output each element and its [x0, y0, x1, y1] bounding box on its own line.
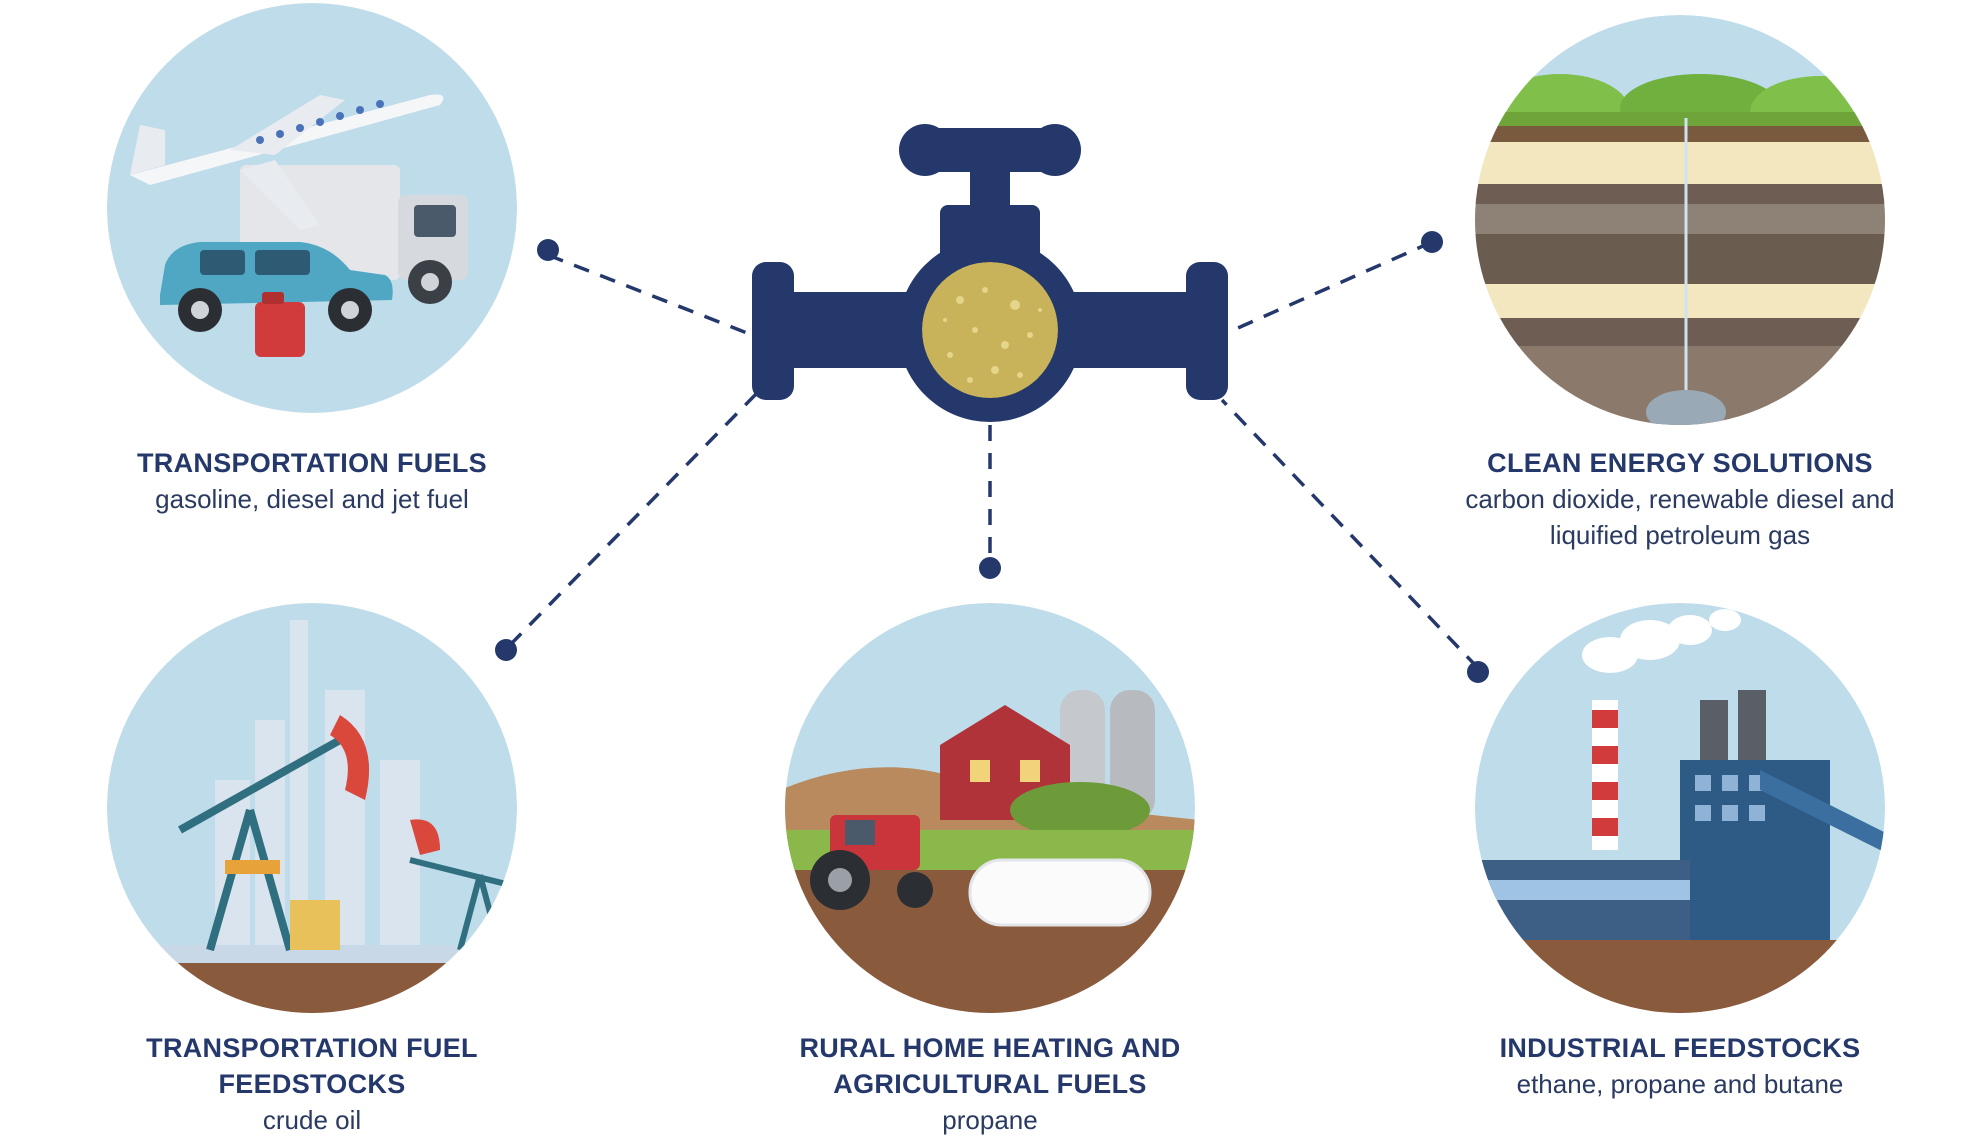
subtitle-transportation-fuel-feedstocks: crude oil [262, 1105, 362, 1135]
caption-rural-home-heating: RURAL HOME HEATING AND AGRICULTURAL FUEL… [730, 1030, 1250, 1138]
connector-dot-rural [979, 557, 1001, 579]
title-transportation-fuel-feedstocks: TRANSPORTATION FUEL FEEDSTOCKS [146, 1033, 478, 1099]
caption-transportation-fuels: TRANSPORTATION FUELS gasoline, diesel an… [52, 445, 572, 517]
subtitle-industrial-feedstocks: ethane, propane and butane [1516, 1069, 1844, 1099]
title-clean-energy-solutions: CLEAN ENERGY SOLUTIONS [1487, 448, 1873, 478]
caption-transportation-fuel-feedstocks: TRANSPORTATION FUEL FEEDSTOCKS crude oil [52, 1030, 572, 1138]
connector-dots [495, 231, 1489, 683]
connector-feedstocks [508, 388, 762, 647]
connector-dot-clean-energy [1421, 231, 1443, 253]
connector-transportation-fuels [547, 253, 766, 342]
valve-fluid-window [922, 262, 1058, 398]
connector-dot-feedstocks [495, 639, 517, 661]
underground-storage-illustration [1475, 15, 1885, 425]
subtitle-rural-home-heating: propane [942, 1105, 1038, 1135]
connector-industrial [1220, 398, 1480, 670]
title-transportation-fuels: TRANSPORTATION FUELS [137, 448, 487, 478]
caption-clean-energy-solutions: CLEAN ENERGY SOLUTIONS carbon dioxide, r… [1420, 445, 1940, 553]
connector-lines [508, 240, 1480, 670]
connector-dot-industrial [1467, 661, 1489, 683]
factory-illustration [1475, 603, 1885, 1013]
vehicles-illustration [107, 3, 517, 413]
subtitle-transportation-fuels: gasoline, diesel and jet fuel [155, 484, 469, 514]
connector-dot-transportation-fuels [537, 239, 559, 261]
title-rural-home-heating: RURAL HOME HEATING AND AGRICULTURAL FUEL… [799, 1033, 1181, 1099]
connector-clean-energy [1221, 240, 1433, 337]
caption-industrial-feedstocks: INDUSTRIAL FEEDSTOCKS ethane, propane an… [1420, 1030, 1940, 1102]
farm-illustration [785, 603, 1195, 1013]
title-industrial-feedstocks: INDUSTRIAL FEEDSTOCKS [1499, 1033, 1861, 1063]
oil-pumpjack-illustration [107, 603, 517, 1013]
subtitle-clean-energy-solutions: carbon dioxide, renewable diesel and liq… [1465, 484, 1895, 550]
